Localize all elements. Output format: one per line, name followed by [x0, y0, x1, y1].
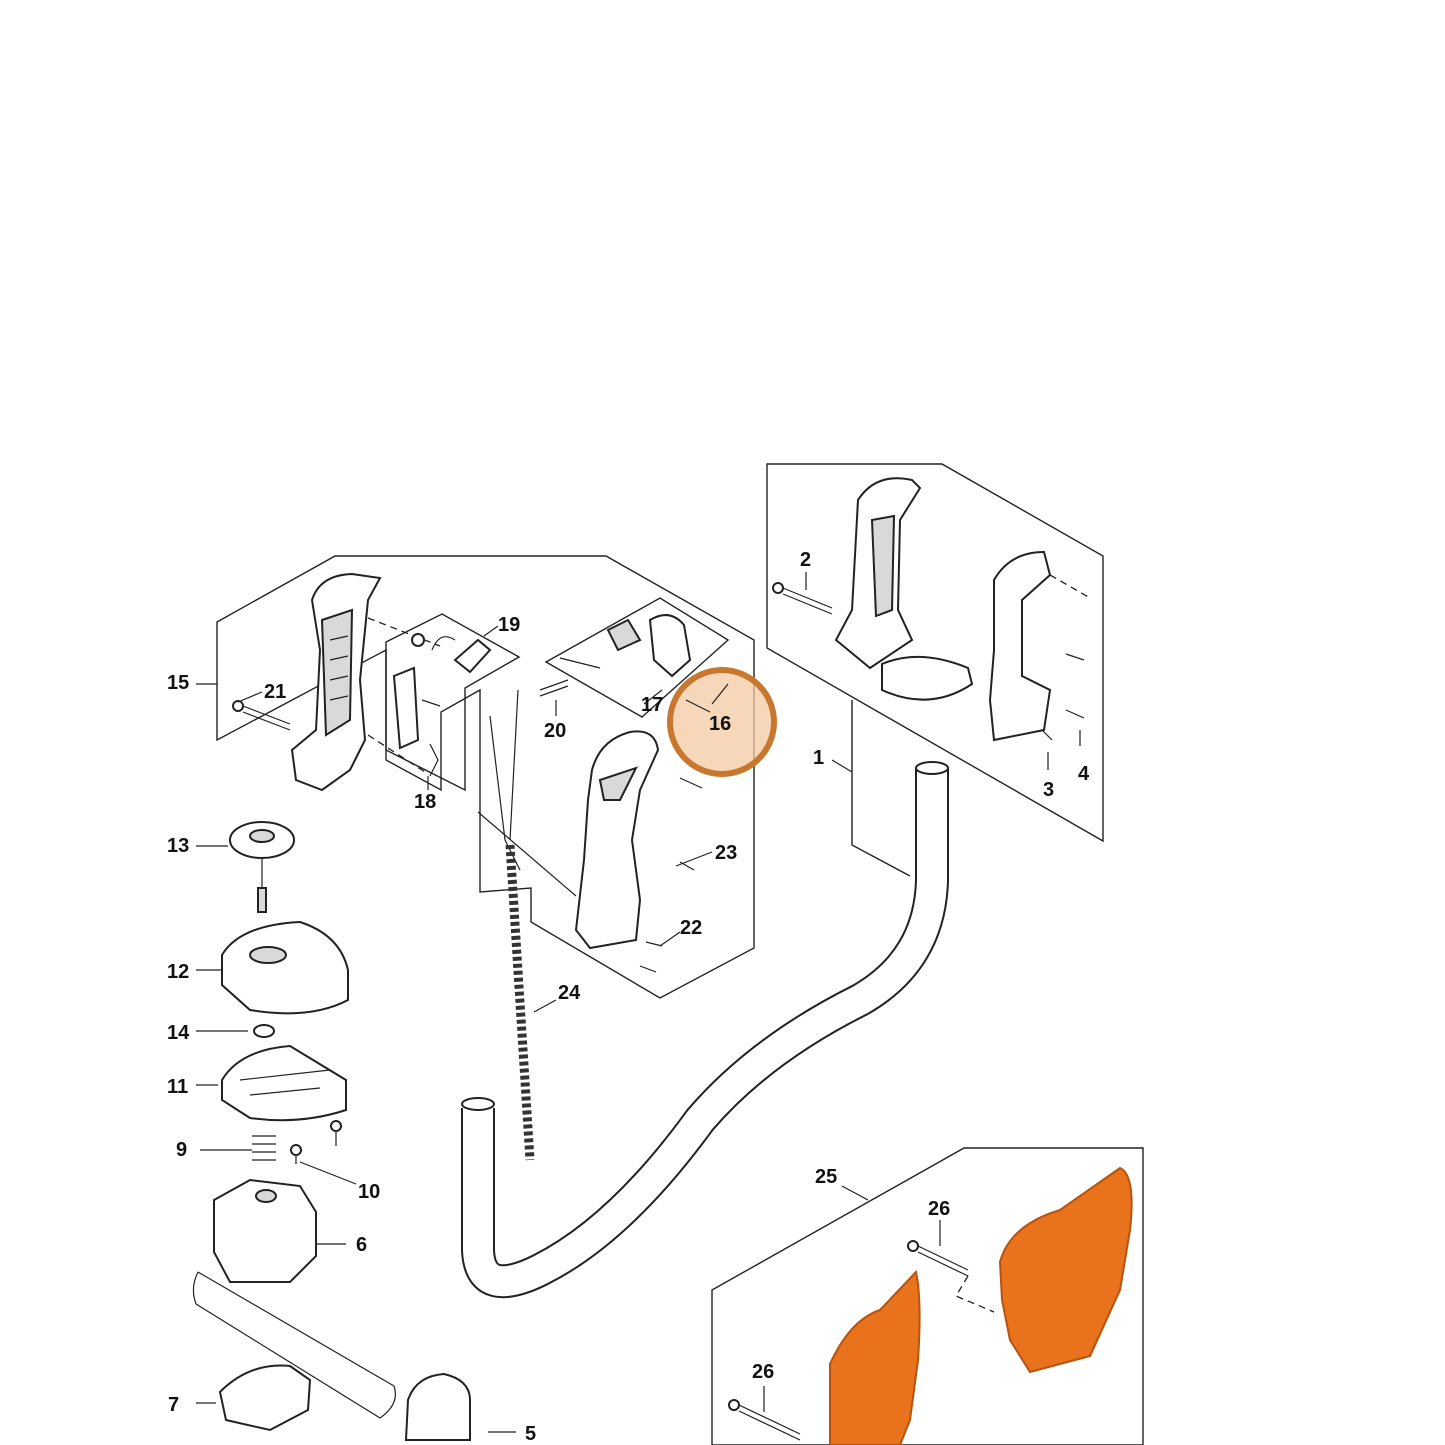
part-26-bolts: [728, 1240, 995, 1441]
callout-6: 6: [356, 1234, 367, 1256]
callout-4: 4: [1078, 763, 1090, 785]
callout-26-upper: 26: [928, 1198, 950, 1220]
part-right-grip-cover: [988, 550, 1091, 742]
part-25-guard-right: [998, 1166, 1133, 1374]
frame-loop-handle-leader: [851, 700, 911, 877]
part-13-knob: [229, 821, 295, 913]
part-20-pin: [539, 679, 569, 697]
frame-guard: [711, 1147, 1144, 1445]
part-22-23-screws: [639, 777, 703, 973]
part-3-4-screws: [1041, 653, 1085, 741]
part-2-screw: [772, 582, 833, 615]
frame-lever-box: [544, 597, 730, 718]
part-21-screw: [232, 700, 291, 731]
part-shaft-tube: [192, 1271, 396, 1419]
part-control-handle: [477, 730, 660, 950]
callout-24: 24: [558, 982, 581, 1004]
part-9-spring: [252, 1135, 276, 1161]
callout-23: 23: [715, 842, 737, 864]
part-25-guard-left: [829, 1269, 921, 1445]
callout-3: 3: [1043, 779, 1054, 801]
callout-26-lower: 26: [752, 1361, 774, 1383]
callout-21: 21: [264, 681, 286, 703]
part-15-grip-shell: [290, 572, 441, 792]
part-1-loop-tube: [461, 761, 949, 1299]
callout-15: 15: [167, 672, 189, 694]
part-7-clamp-bottom: [218, 1364, 312, 1432]
callout-2: 2: [800, 549, 811, 571]
callout-1: 1: [813, 747, 824, 769]
callout-11: 11: [167, 1076, 188, 1098]
leader-16: [685, 683, 729, 713]
callout-5: 5: [525, 1423, 536, 1445]
frame-right-handle: [766, 463, 1104, 843]
callout-7: 7: [168, 1394, 179, 1416]
part-10-screw: [290, 1120, 342, 1164]
callout-17: 17: [641, 694, 663, 716]
callout-labels: 1 2 3 4 5 6 7 9 10 11 12 13 14 15 16 17 …: [167, 549, 1090, 1445]
callout-9: 9: [176, 1139, 187, 1161]
callout-12: 12: [167, 961, 189, 983]
callout-22: 22: [680, 917, 702, 939]
callout-14: 14: [167, 1022, 190, 1044]
part-12-cap: [221, 920, 349, 1015]
part-17-lever: [559, 614, 692, 678]
highlight-ring: [667, 667, 777, 777]
callout-19: 19: [498, 614, 520, 636]
callout-13: 13: [167, 835, 189, 857]
part-11-clamp-top: [221, 1044, 347, 1122]
callout-18: 18: [414, 791, 436, 813]
callout-16: 16: [709, 713, 731, 735]
part-24-cable: [489, 689, 535, 1161]
part-6-housing: [213, 1178, 317, 1283]
part-right-grip-shell: [834, 477, 974, 701]
callout-20: 20: [544, 720, 566, 742]
part-19-switch: [411, 633, 492, 674]
part-14-washer: [253, 1024, 275, 1038]
leader-lines: [196, 572, 1081, 1433]
callout-25: 25: [815, 1166, 837, 1188]
part-5-tube-clip: [404, 1372, 471, 1441]
callout-10: 10: [358, 1181, 380, 1203]
part-18-spring-lever: [392, 666, 441, 777]
frame-switch-box: [385, 613, 521, 792]
